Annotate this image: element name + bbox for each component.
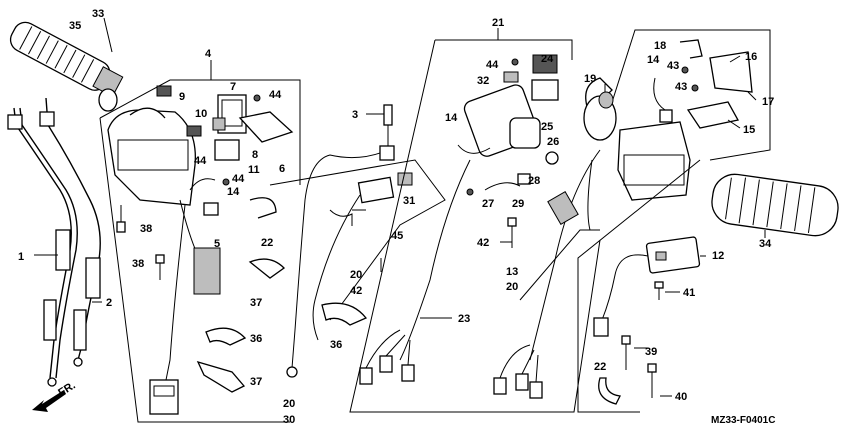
callout-11: 11: [248, 164, 260, 176]
throttle-drum: [583, 77, 617, 141]
callout-44a: 44: [269, 89, 282, 101]
callout-43b: 43: [675, 81, 687, 93]
callout-6: 6: [279, 163, 285, 175]
callout-34: 34: [759, 238, 772, 250]
callout-20a: 20: [350, 269, 362, 281]
callout-14c: 14: [647, 54, 660, 66]
callout-20b: 20: [283, 398, 295, 410]
callout-44c: 44: [232, 173, 245, 185]
callout-26: 26: [547, 136, 559, 148]
callout-40: 40: [675, 391, 687, 403]
callout-30: 30: [283, 414, 295, 426]
callout-43a: 43: [667, 60, 679, 72]
callout-31: 31: [403, 195, 415, 207]
callout-29: 29: [512, 198, 524, 210]
callout-44b: 44: [194, 155, 207, 167]
callout-12: 12: [712, 250, 724, 262]
left-switch-group: [99, 79, 301, 423]
callout-13: 13: [506, 266, 518, 278]
callout-42a: 42: [350, 285, 362, 297]
callout-24: 24: [541, 53, 554, 65]
callout-14a: 14: [227, 186, 240, 198]
callout-14b: 14: [445, 112, 458, 124]
callout-2: 2: [106, 297, 112, 309]
callout-36b: 36: [330, 339, 342, 351]
callout-21: 21: [492, 17, 504, 29]
callout-5: 5: [214, 238, 220, 250]
callout-18: 18: [654, 40, 666, 52]
callout-20c: 20: [506, 281, 518, 293]
callout-33: 33: [92, 8, 104, 20]
callout-1: 1: [18, 251, 24, 263]
callout-4: 4: [205, 48, 212, 60]
callout-28: 28: [528, 175, 540, 187]
callout-22b: 22: [594, 361, 606, 373]
callout-38a: 38: [140, 223, 152, 235]
callout-36a: 36: [250, 333, 262, 345]
right-grip: [711, 173, 839, 237]
leader-lines: [34, 17, 766, 397]
callout-22a: 22: [261, 237, 273, 249]
callout-19: 19: [584, 73, 596, 85]
fasteners: [380, 222, 660, 398]
callout-42b: 42: [477, 237, 489, 249]
left-grip: [9, 21, 124, 112]
callouts: 33 35 4 9 7 44 10 8 44 11 6 44 14 38 5 2…: [18, 8, 775, 426]
callout-35: 35: [69, 20, 81, 32]
clutch-cable: [7, 107, 78, 387]
callout-8: 8: [252, 149, 258, 161]
callout-17: 17: [762, 96, 774, 108]
callout-44d: 44: [486, 59, 499, 71]
callout-37b: 37: [250, 376, 262, 388]
throttle-cable: [39, 97, 101, 367]
callout-39: 39: [645, 346, 657, 358]
callout-27: 27: [482, 198, 494, 210]
diagram-code: MZ33-F0401C: [711, 415, 775, 426]
throttle-cable-3: [286, 104, 395, 378]
switch-unit: [577, 159, 701, 413]
callout-41: 41: [683, 287, 695, 299]
callout-25: 25: [541, 121, 553, 133]
centre-harness: [269, 159, 446, 341]
callout-38b: 38: [132, 258, 144, 270]
callout-10: 10: [195, 108, 207, 120]
right-harness: [493, 149, 601, 399]
callout-37a: 37: [250, 297, 262, 309]
callout-23: 23: [458, 313, 470, 325]
callout-15: 15: [743, 124, 755, 136]
callout-16: 16: [745, 51, 757, 63]
callout-45: 45: [391, 230, 403, 242]
right-switch-group: [349, 39, 601, 413]
right-switch-housing: [599, 29, 771, 201]
callout-9: 9: [179, 91, 185, 103]
callout-32: 32: [477, 75, 489, 87]
callout-7: 7: [230, 81, 236, 93]
callout-3: 3: [352, 109, 358, 121]
